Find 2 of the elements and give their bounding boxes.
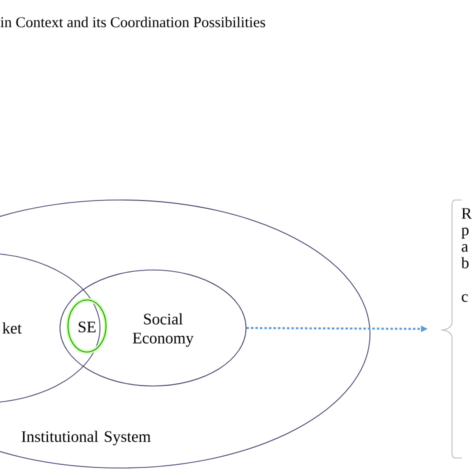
bracketed-text: R p a b c xyxy=(440,200,472,458)
title: in Context and its Coordination Possibilities xyxy=(0,16,266,28)
